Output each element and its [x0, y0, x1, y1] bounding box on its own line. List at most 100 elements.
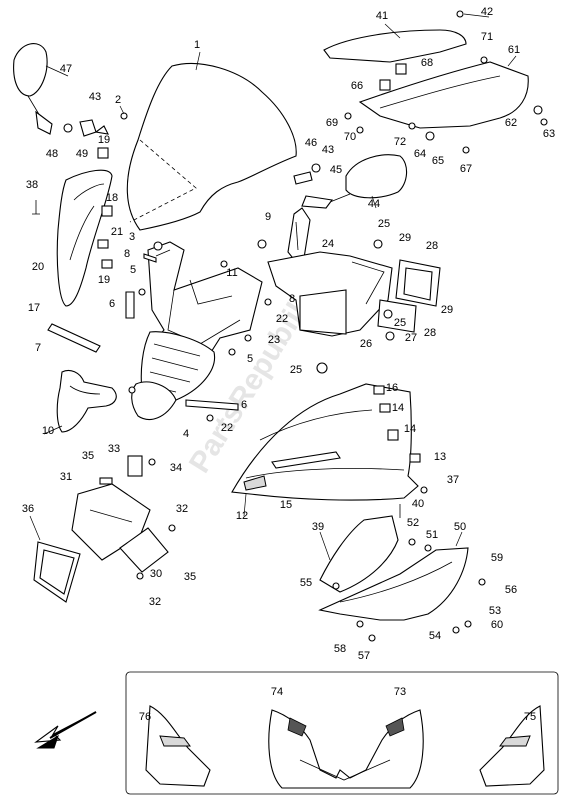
part-number-label: 48: [46, 148, 58, 160]
duct-boxes: [377, 259, 441, 333]
part-number-label: 6: [109, 298, 115, 310]
part-number-label: 29: [441, 304, 453, 316]
right-mirror: [293, 154, 408, 209]
part-number-label: 38: [26, 179, 38, 191]
part-number-label: 18: [106, 192, 118, 204]
part-number-label: 20: [32, 261, 44, 273]
part-number-label: 16: [386, 382, 398, 394]
part-number-label: 5: [247, 353, 253, 365]
part-number-label: 66: [351, 80, 363, 92]
direction-arrow: [34, 711, 97, 749]
part-number-label: 57: [358, 650, 370, 662]
part-number-label: 50: [454, 521, 466, 533]
part-number-label: 3: [129, 231, 135, 243]
inset-box: [125, 671, 559, 795]
part-number-label: 7: [35, 342, 41, 354]
part-number-label: 14: [392, 402, 404, 414]
part-number-label: 25: [290, 364, 302, 376]
rear-upper-panel: [323, 10, 548, 154]
grommets: [316, 239, 395, 374]
rods: [47, 291, 239, 411]
part-number-label: 65: [432, 155, 444, 167]
part-number-label: 72: [394, 136, 406, 148]
inner-side-panel-left: [56, 169, 113, 307]
part-number-label: 51: [426, 529, 438, 541]
clips-left: [32, 147, 113, 269]
part-number-label: 25: [378, 218, 390, 230]
part-number-label: 58: [334, 643, 346, 655]
part-number-label: 1: [194, 39, 200, 51]
part-number-label: 62: [505, 117, 517, 129]
part-number-label: 35: [82, 450, 94, 462]
part-number-label: 14: [404, 423, 416, 435]
part-number-label: 60: [491, 619, 503, 631]
air-intake-duct: [131, 331, 216, 420]
part-number-label: 61: [508, 44, 520, 56]
part-number-label: 69: [326, 117, 338, 129]
part-number-label: 2: [115, 94, 121, 106]
part-number-label: 21: [111, 226, 123, 238]
part-number-label: 28: [426, 240, 438, 252]
windscreen: [126, 63, 297, 231]
part-number-label: 19: [98, 134, 110, 146]
part-number-label: 53: [489, 605, 501, 617]
part-number-label: 42: [481, 6, 493, 18]
lower-left-duct: [33, 455, 176, 603]
part-number-label: 56: [505, 584, 517, 596]
part-number-label: 13: [434, 451, 446, 463]
part-number-label: 43: [89, 91, 101, 103]
front-nose-piece: [56, 369, 117, 433]
part-number-label: 35: [184, 571, 196, 583]
part-number-label: 75: [524, 711, 536, 723]
lower-cowling: [318, 504, 486, 642]
bolts: [120, 112, 272, 422]
part-number-label: 45: [330, 164, 342, 176]
part-number-label: 76: [139, 711, 151, 723]
part-number-label: 32: [149, 596, 161, 608]
part-number-label: 71: [481, 31, 493, 43]
part-number-label: 46: [305, 137, 317, 149]
part-number-label: 74: [271, 686, 283, 698]
cowl-clips: [373, 385, 428, 494]
leader-lines: [29, 13, 517, 561]
part-number-label: 55: [300, 577, 312, 589]
part-number-label: 36: [22, 503, 34, 515]
left-mirror: [13, 43, 109, 137]
part-number-label: 54: [429, 630, 441, 642]
part-number-label: 32: [176, 503, 188, 515]
part-number-label: 12: [236, 510, 248, 522]
part-number-label: 68: [421, 57, 433, 69]
part-number-label: 28: [424, 327, 436, 339]
part-number-label: 10: [42, 425, 54, 437]
part-number-label: 8: [289, 293, 295, 305]
part-number-label: 30: [150, 568, 162, 580]
part-number-label: 64: [414, 148, 426, 160]
meter-bracket: [267, 251, 393, 337]
part-number-label: 22: [276, 313, 288, 325]
part-number-label: 22: [221, 422, 233, 434]
part-number-label: 19: [98, 274, 110, 286]
part-number-label: 9: [265, 211, 271, 223]
part-number-label: 33: [108, 443, 120, 455]
part-number-label: 29: [399, 232, 411, 244]
part-number-label: 44: [368, 198, 380, 210]
part-number-label: 8: [124, 248, 130, 260]
part-number-label: 41: [376, 10, 388, 22]
part-number-label: 11: [226, 267, 237, 279]
part-number-label: 47: [60, 63, 72, 75]
part-number-label: 17: [28, 302, 40, 314]
part-number-label: 15: [280, 499, 292, 511]
part-number-label: 67: [460, 163, 472, 175]
part-number-label: 39: [312, 521, 324, 533]
part-number-label: 24: [322, 238, 334, 250]
part-number-label: 26: [360, 338, 372, 350]
part-number-label: 34: [170, 462, 182, 474]
bracket-9: [287, 207, 311, 263]
part-number-label: 5: [130, 264, 136, 276]
part-number-label: 52: [407, 517, 419, 529]
part-number-label: 40: [412, 498, 424, 510]
part-number-label: 6: [241, 399, 247, 411]
part-number-label: 43: [322, 144, 334, 156]
part-number-label: 59: [491, 552, 503, 564]
